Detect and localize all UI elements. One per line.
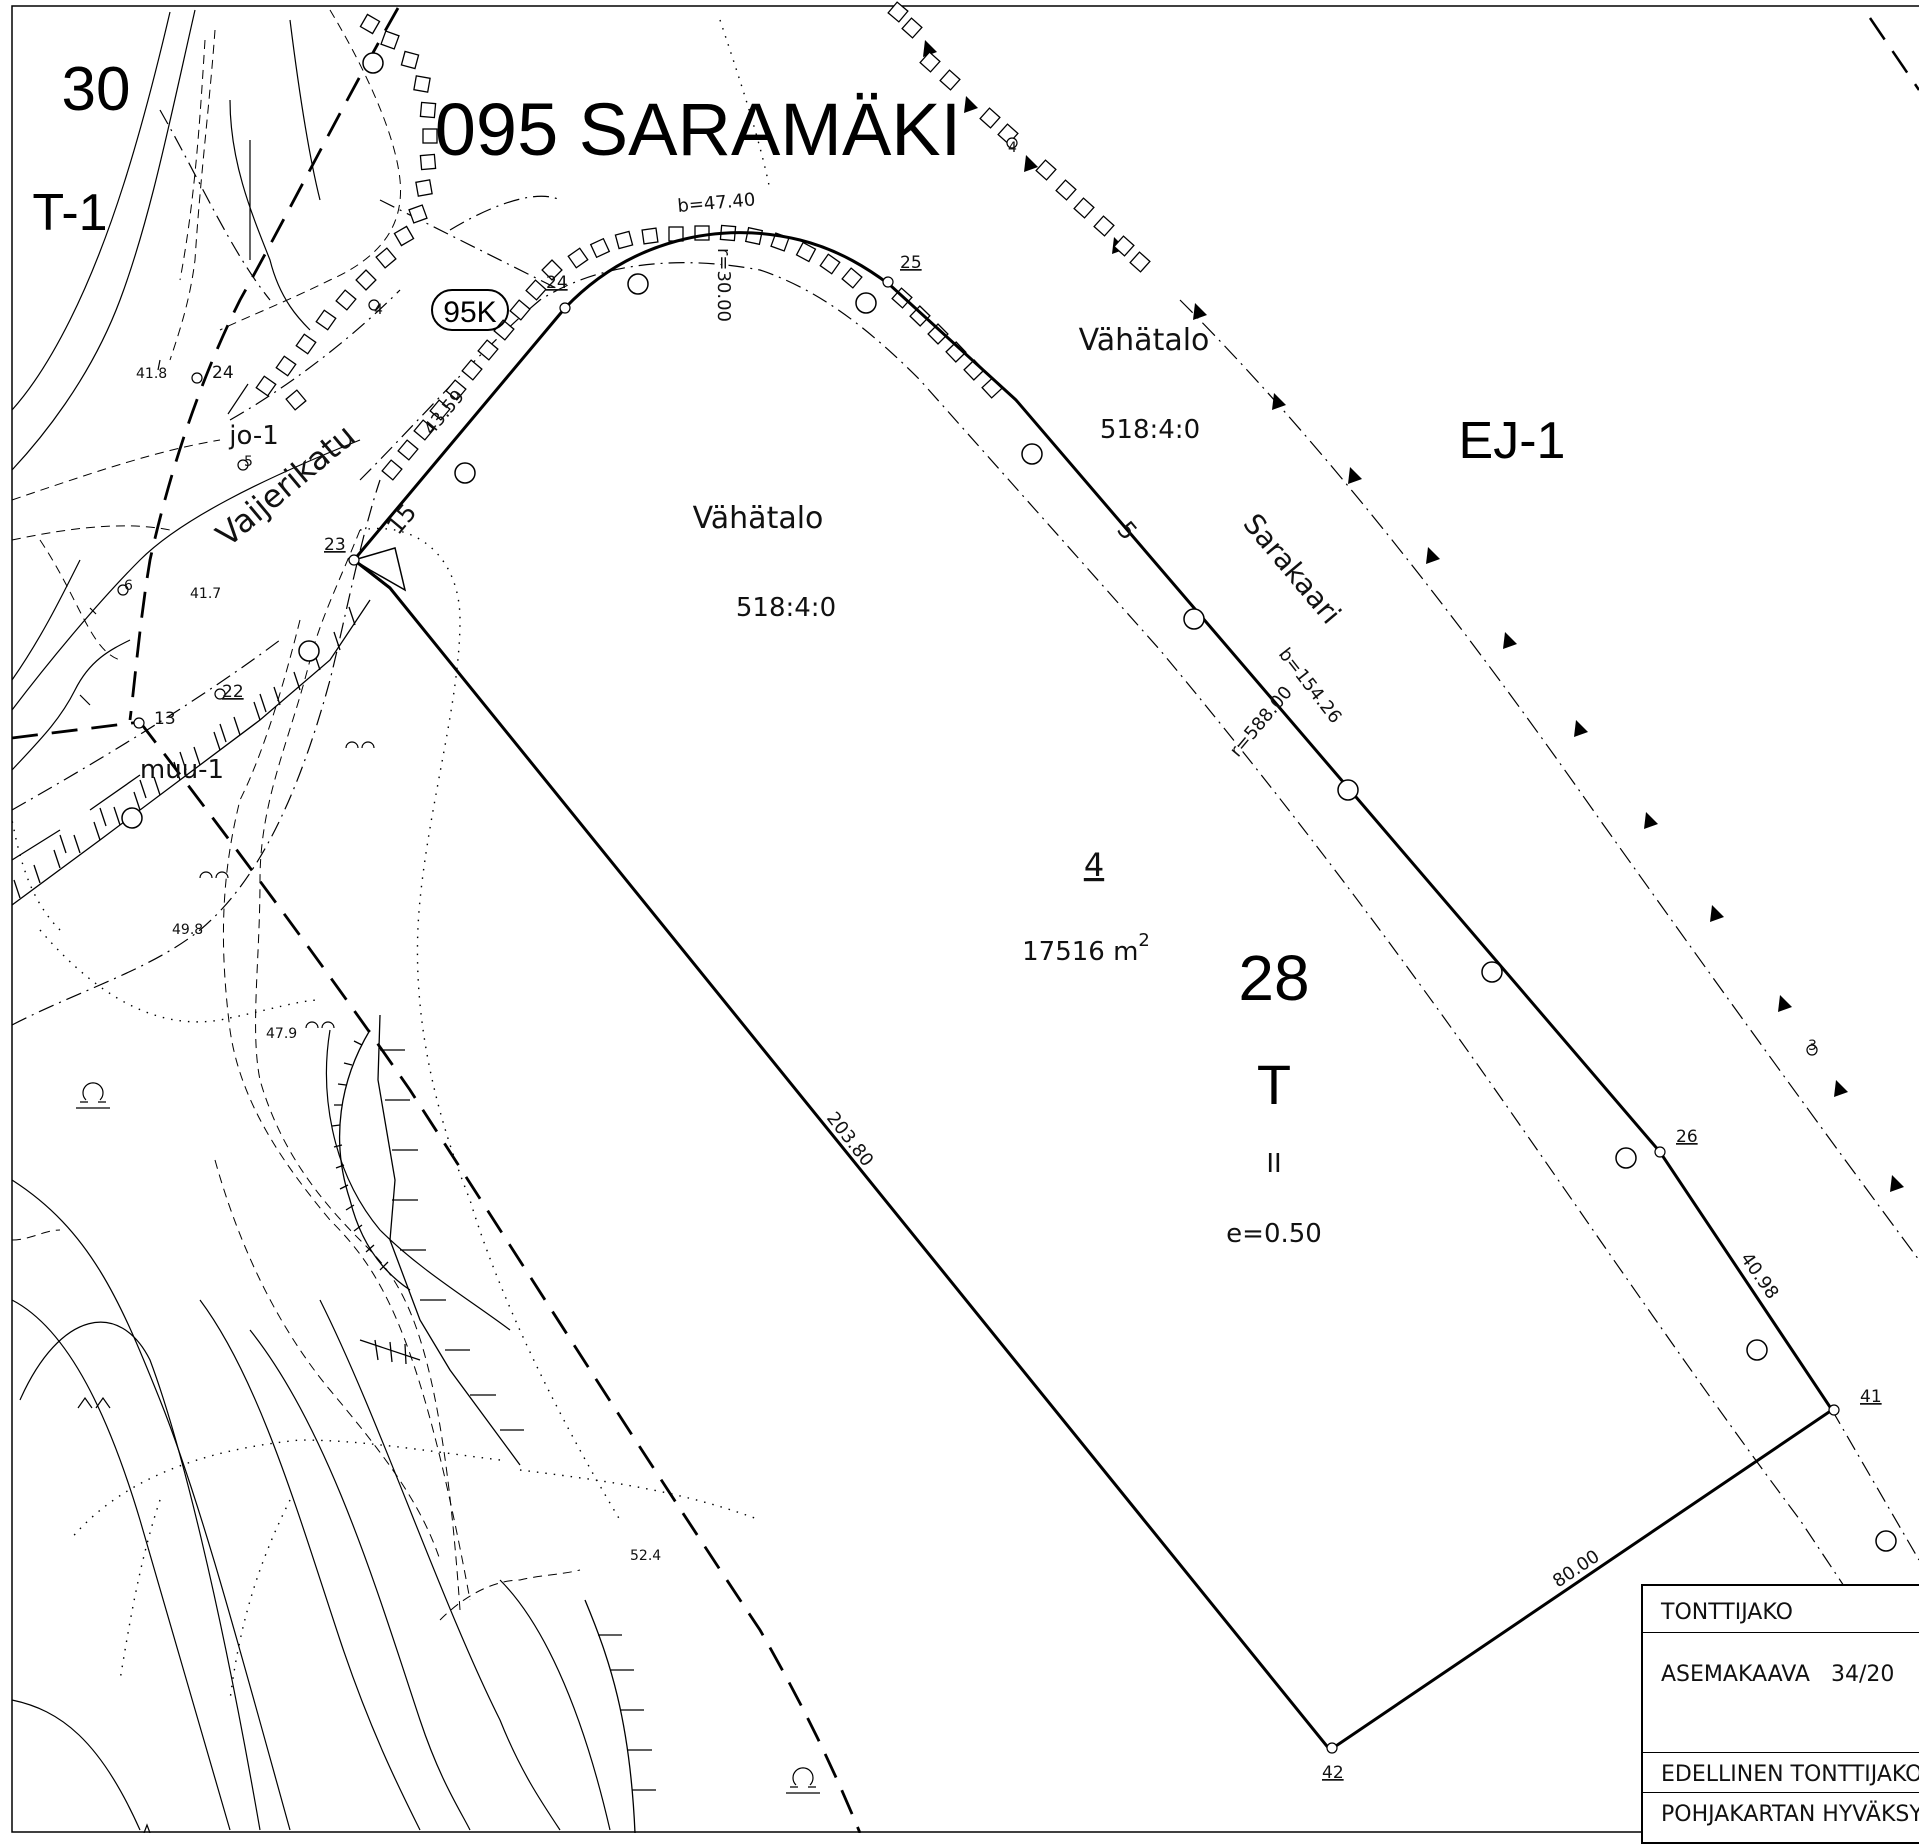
floor-count: II — [1266, 1149, 1281, 1179]
map-frame — [11, 5, 1919, 1833]
arc-top-length: b=47.40 — [677, 189, 757, 217]
point-25: 25 — [900, 253, 922, 273]
title-block-approval: POHJAKARTAN HYVÄKSYMINEN — [1661, 1802, 1919, 1827]
point-4-left: 4 — [374, 302, 383, 318]
block-number-30: 30 — [62, 55, 131, 124]
side-corner: 15 — [381, 498, 422, 539]
zone-t: T — [1257, 1053, 1291, 1116]
boundary-top-right — [1868, 17, 1919, 91]
title-block-previous: EDELLINEN TONTTIJAKO — [1661, 1762, 1919, 1787]
title-block-row-1: TONTTIJAKO — [1643, 1586, 1919, 1633]
dotted-terrain-lines — [11, 19, 771, 1701]
elevation-5: 52.4 — [630, 1548, 661, 1564]
street-sarakaari: Sarakaari — [1237, 507, 1348, 630]
elevation-1: 41.8 — [136, 366, 167, 382]
administrative-boundaries — [11, 7, 862, 1833]
survey-points — [117, 137, 1840, 1754]
point-3: 3 — [1808, 1038, 1817, 1054]
zone-muu1: muu-1 — [140, 755, 224, 785]
plot-area: 17516 m2 — [1022, 930, 1150, 967]
plot-extension-line — [1831, 1409, 1919, 1561]
title-block-row-3: EDELLINEN TONTTIJAKO — [1643, 1752, 1919, 1793]
plot-corner-cut — [353, 558, 391, 590]
road-area-lines — [11, 109, 1919, 1701]
point-42: 42 — [1322, 1763, 1344, 1783]
point-26: 26 — [1676, 1127, 1698, 1147]
point-6: 6 — [124, 578, 133, 594]
point-24: 24 — [546, 273, 568, 293]
point-5: 5 — [244, 454, 253, 470]
embankment-hatching — [11, 599, 656, 1833]
road-code-badge — [431, 289, 509, 331]
terrain-contours — [11, 9, 611, 1831]
block-number-28: 28 — [1238, 942, 1309, 1014]
elevation-4: 47.9 — [266, 1026, 297, 1042]
property-id-main: 518:4:0 — [736, 593, 836, 623]
dashed-boundaries — [11, 9, 581, 1621]
arc-top-radius: r=30.00 — [713, 248, 734, 322]
sight-triangle — [352, 547, 407, 592]
side-sw: 203.80 — [822, 1108, 877, 1171]
sarakaari-street-edge — [923, 40, 1919, 1261]
elevation-2: 41.7 — [190, 586, 221, 602]
arc-right-radius: r=588.00 — [1226, 682, 1297, 761]
title-block-row-2: ASEMAKAAVA 34/20 — [1643, 1632, 1919, 1753]
efficiency-ratio: e=0.50 — [1226, 1219, 1322, 1249]
point-22: 22 — [222, 682, 244, 702]
district-name: 095 SARAMÄKI — [435, 88, 961, 171]
terrain-symbols — [76, 359, 820, 1833]
planting-markers — [121, 52, 1897, 1552]
owner-main: Vähätalo — [693, 501, 824, 536]
plan-label: ASEMAKAAVA — [1661, 1662, 1810, 1687]
title-block-row-4: POHJAKARTAN HYVÄKSYMINEN — [1643, 1792, 1919, 1846]
zone-jo1: jo-1 — [228, 421, 279, 451]
title-block: TONTTIJAKO ASEMAKAAVA 34/20 EDELLINEN TO… — [1641, 1584, 1919, 1844]
point-41: 41 — [1860, 1387, 1882, 1407]
plan-number: 34/20 — [1830, 1662, 1895, 1687]
plot-4-boundary — [351, 231, 1835, 1753]
road-edge-squares — [255, 1, 1151, 481]
zone-t1: T-1 — [32, 184, 107, 242]
point-24-left: 24 — [212, 363, 234, 383]
title-block-heading: TONTTIJAKO — [1661, 1600, 1793, 1625]
plot-number: 4 — [1084, 846, 1104, 884]
elevation-3: 49.8 — [172, 922, 203, 938]
point-4-top: 4 — [1008, 140, 1017, 156]
zone-ej1: EJ-1 — [1459, 412, 1566, 470]
point-23: 23 — [324, 535, 346, 555]
road-code-label: 95K — [443, 296, 496, 329]
property-id-top: 518:4:0 — [1100, 415, 1200, 445]
owner-top: Vähätalo — [1079, 323, 1210, 358]
title-block-plan-label: ASEMAKAAVA 34/20 — [1661, 1662, 1894, 1687]
point-13: 13 — [154, 709, 176, 729]
